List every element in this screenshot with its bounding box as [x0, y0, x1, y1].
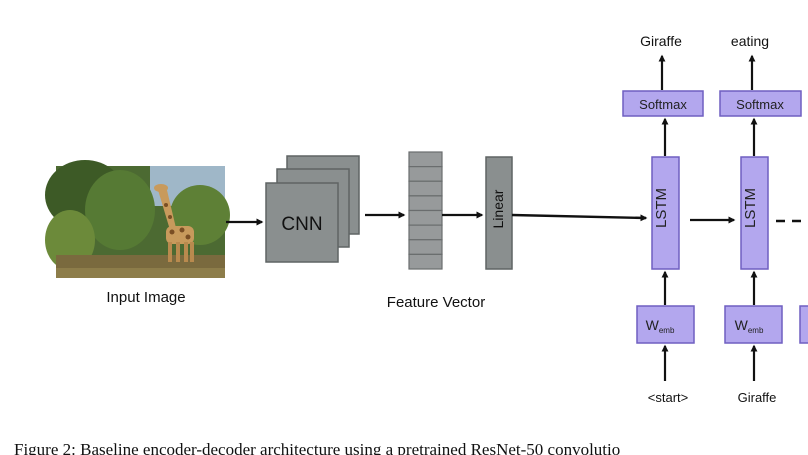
lstm-box-1 — [651, 156, 680, 270]
figure-caption: Figure 2: Baseline encoder-decoder archi… — [14, 440, 621, 455]
cnn-label: CNN — [281, 214, 322, 235]
embedding-label-1: Wemb — [646, 317, 675, 335]
input-word-2: Giraffe — [738, 390, 777, 405]
feature-vector — [408, 151, 443, 270]
input-image-photo — [45, 160, 230, 278]
feature-vector-cell — [408, 224, 443, 241]
partial-next-box — [799, 305, 808, 344]
lstm-label-1: LSTM — [653, 188, 670, 228]
output-word-1: Giraffe — [640, 33, 682, 49]
softmax-box-1 — [622, 90, 704, 117]
feature-vector-cell — [408, 253, 443, 270]
feature-vector-cell — [408, 239, 443, 255]
softmax-label-2: Softmax — [736, 97, 784, 112]
input-word-1: <start> — [648, 390, 688, 405]
feature-vector-label: Feature Vector — [387, 294, 485, 311]
output-word-2: eating — [731, 33, 769, 49]
embedding-label-2: Wemb — [735, 317, 764, 335]
feature-vector-cell — [408, 209, 443, 226]
decoder-step-1: Giraffe Softmax LSTM Wemb <start> — [622, 33, 704, 405]
lstm-box-2 — [740, 156, 769, 270]
giraffe-figure — [154, 184, 194, 262]
feature-vector-cell — [408, 166, 443, 182]
feature-vector-cell — [408, 151, 443, 168]
input-image-label: Input Image — [106, 289, 185, 306]
linear-label: Linear — [490, 189, 506, 228]
decoder-step-2: eating Softmax LSTM Wemb Giraffe — [719, 33, 802, 405]
embedding-box-1 — [636, 305, 695, 344]
lstm-label-2: LSTM — [742, 188, 759, 228]
feature-vector-cell — [408, 195, 443, 212]
embedding-box-2 — [724, 305, 783, 344]
cnn-block: CNN — [265, 155, 360, 263]
softmax-label-1: Softmax — [639, 97, 687, 112]
softmax-box-2 — [719, 90, 802, 117]
feature-vector-cell — [408, 180, 443, 197]
linear-block: Linear — [485, 156, 513, 270]
arrow-linear-to-lstm — [511, 213, 648, 222]
